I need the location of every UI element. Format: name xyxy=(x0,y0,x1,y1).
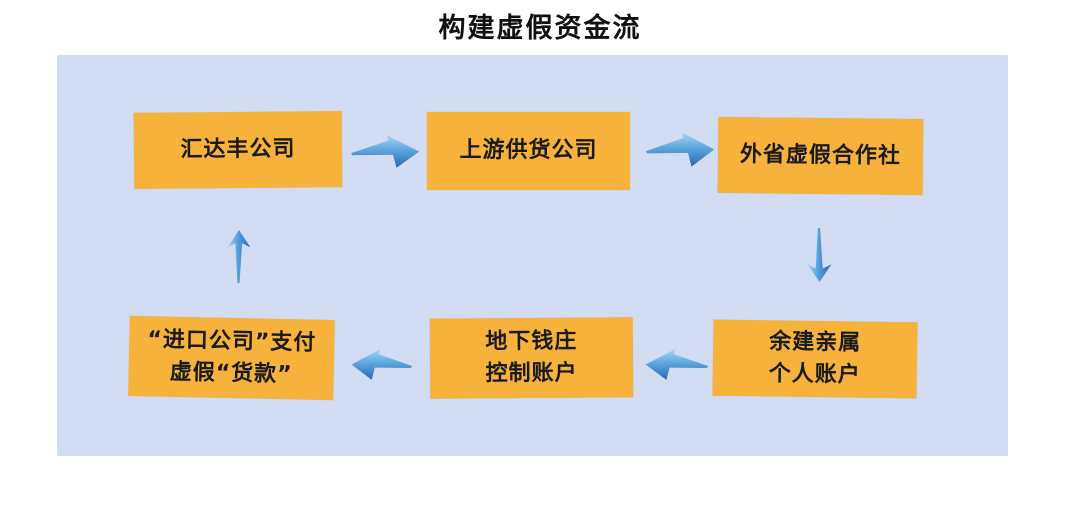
node-label: 上游供货公司 xyxy=(459,138,598,164)
node-label-line-1: 地下钱庄 xyxy=(485,328,578,355)
node-label: 汇达丰公司 xyxy=(180,136,296,163)
node-label-line-2: 虚假“货款” xyxy=(169,359,293,388)
arrow-right-icon xyxy=(646,132,715,167)
node-label-line-2: 控制账户 xyxy=(485,360,578,387)
arrow-left-icon xyxy=(351,349,412,380)
node-label-line-1: “进口公司”支付 xyxy=(147,327,317,356)
arrow-up-icon xyxy=(227,230,251,283)
node-underground-bank-accounts: 地下钱庄 控制账户 xyxy=(429,317,634,399)
node-yujian-relatives-accounts: 余建亲属 个人账户 xyxy=(712,319,918,399)
node-upstream-supplier: 上游供货公司 xyxy=(427,112,630,190)
node-huidafeng-company: 汇达丰公司 xyxy=(133,111,343,189)
node-label-line-1: 余建亲属 xyxy=(769,329,862,356)
arrow-down-icon xyxy=(807,228,832,282)
diagram-title: 构建虚假资金流 xyxy=(438,13,642,44)
arrow-left-icon xyxy=(645,349,708,380)
arrow-right-icon xyxy=(351,135,420,168)
node-out-of-province-fake-coop: 外省虚假合作社 xyxy=(717,116,924,196)
node-label: 外省虚假合作社 xyxy=(739,142,902,169)
node-label-line-2: 个人账户 xyxy=(768,361,861,388)
node-import-company-fake-payment: “进口公司”支付 虚假“货款” xyxy=(128,315,335,401)
